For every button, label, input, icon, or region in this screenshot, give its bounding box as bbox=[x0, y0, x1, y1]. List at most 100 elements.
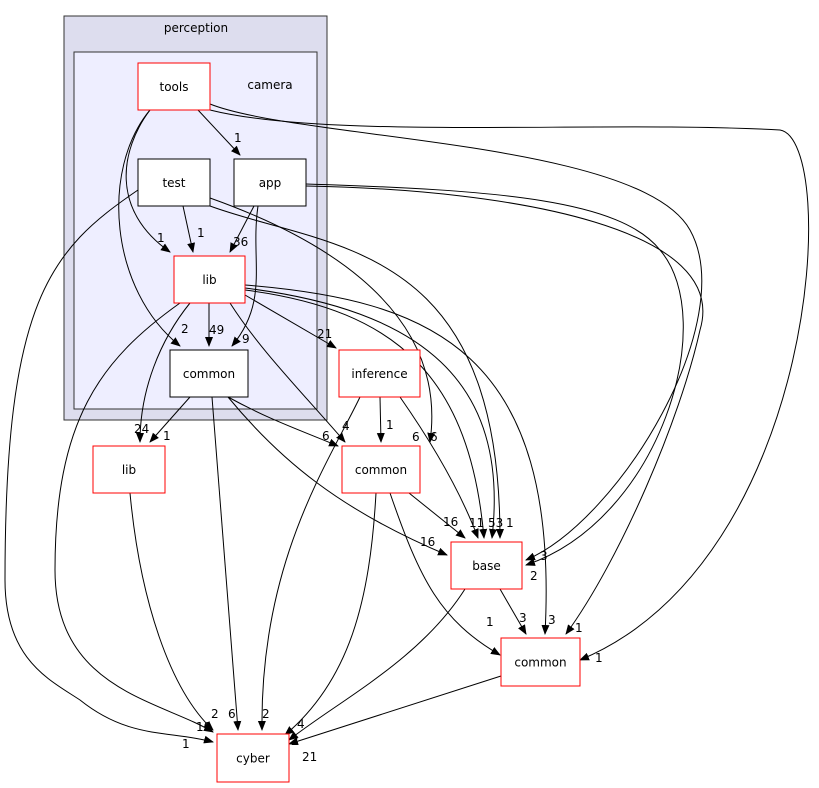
edge-lib-out-to-cyber[interactable] bbox=[129, 492, 214, 731]
edge-inference-to-common-mid[interactable] bbox=[376, 396, 385, 443]
edge-count-label[interactable]: 21 bbox=[317, 327, 332, 341]
edge-lib-in-to-common-bot[interactable] bbox=[244, 284, 550, 635]
edge-line bbox=[244, 287, 497, 539]
edge-tools-to-base[interactable] bbox=[209, 103, 703, 561]
edge-test-to-base[interactable] bbox=[209, 205, 504, 539]
edge-count-label[interactable]: 6 bbox=[228, 707, 236, 721]
edge-line bbox=[209, 103, 703, 561]
node-box bbox=[216, 733, 290, 783]
edge-count-label[interactable]: 9 bbox=[242, 332, 250, 346]
edge-count-label[interactable]: 1 bbox=[486, 615, 494, 629]
edge-common-mid-to-base[interactable] bbox=[408, 492, 466, 539]
edge-common-in-to-cyber[interactable] bbox=[211, 396, 242, 731]
edge-count-label[interactable]: 4 bbox=[342, 419, 350, 433]
node-box bbox=[137, 62, 211, 111]
node-inference[interactable]: inference bbox=[338, 349, 421, 398]
edge-common-mid-to-cyber[interactable] bbox=[284, 492, 377, 736]
edge-count-label[interactable]: 36 bbox=[233, 235, 248, 249]
edge-count-label[interactable]: 1 bbox=[575, 621, 583, 635]
edge-count-label[interactable]: 10 bbox=[196, 720, 211, 734]
edge-base-to-cyber[interactable] bbox=[288, 588, 466, 741]
edge-tools-to-app[interactable] bbox=[197, 109, 241, 156]
node-lib-out[interactable]: lib bbox=[92, 445, 166, 494]
node-base[interactable]: base bbox=[450, 541, 523, 590]
edge-tools-to-common-bot[interactable] bbox=[209, 109, 810, 661]
edge-app-to-common-in[interactable] bbox=[231, 205, 259, 347]
edge-line bbox=[209, 109, 810, 661]
edge-lib-in-to-inference[interactable] bbox=[244, 294, 337, 349]
edge-line bbox=[408, 492, 466, 539]
edge-lib-in-to-lib-out[interactable] bbox=[136, 302, 191, 443]
node-common-in[interactable]: common bbox=[169, 349, 249, 398]
edge-count-label[interactable]: 24 bbox=[134, 422, 149, 436]
edge-line bbox=[209, 197, 436, 443]
edge-count-label[interactable]: 21 bbox=[302, 750, 317, 764]
node-common-bot[interactable]: common bbox=[500, 637, 581, 687]
node-lib-in[interactable]: lib bbox=[173, 255, 246, 304]
edge-count-label[interactable]: 6 bbox=[412, 430, 420, 444]
edge-count-label[interactable]: 2 bbox=[262, 707, 270, 721]
edge-line bbox=[227, 396, 339, 447]
edge-count-label[interactable]: 3 bbox=[540, 549, 548, 563]
edge-base-to-common-bot[interactable] bbox=[499, 588, 527, 635]
edge-line bbox=[182, 205, 195, 253]
edge-common-bot-to-cyber[interactable] bbox=[288, 675, 502, 746]
edge-count-label[interactable]: 1 bbox=[197, 226, 205, 240]
edge-line bbox=[229, 205, 255, 253]
edge-app-to-lib-in[interactable] bbox=[229, 205, 255, 253]
edge-tools-to-lib-in[interactable] bbox=[125, 109, 171, 253]
edge-line bbox=[288, 588, 466, 741]
edge-count-label[interactable]: 1 bbox=[234, 131, 242, 145]
edge-tools-to-common-in[interactable] bbox=[118, 109, 181, 347]
edge-test-to-cyber[interactable] bbox=[4, 189, 214, 744]
node-box bbox=[137, 158, 211, 207]
edge-inference-to-base[interactable] bbox=[399, 396, 479, 539]
edge-count-label[interactable]: 2 bbox=[291, 734, 299, 748]
edge-count-label[interactable]: 1 bbox=[182, 737, 190, 751]
edge-count-label[interactable]: 11 bbox=[469, 516, 484, 530]
edge-count-label[interactable]: 3 bbox=[519, 611, 527, 625]
edge-count-label[interactable]: 49 bbox=[209, 323, 224, 337]
edge-test-to-lib-in[interactable] bbox=[182, 205, 195, 253]
edge-lib-in-to-common-mid[interactable] bbox=[229, 302, 346, 443]
edge-count-label[interactable]: 16 bbox=[443, 515, 458, 529]
edge-count-label[interactable]: 2 bbox=[530, 569, 538, 583]
edge-count-label[interactable]: 2 bbox=[181, 322, 189, 336]
edge-app-to-common-bot[interactable] bbox=[305, 185, 704, 635]
edge-count-label[interactable]: 1 bbox=[506, 516, 514, 530]
edge-inference-to-cyber[interactable] bbox=[257, 396, 361, 731]
edge-line bbox=[376, 396, 385, 443]
node-label: common bbox=[355, 463, 407, 477]
edge-common-mid-to-common-bot[interactable] bbox=[389, 492, 501, 656]
node-app[interactable]: app bbox=[233, 158, 307, 207]
node-tools[interactable]: tools bbox=[137, 62, 211, 111]
edge-count-label[interactable]: 6 bbox=[322, 429, 330, 443]
edge-count-label[interactable]: 4 bbox=[297, 717, 305, 731]
edge-line bbox=[229, 302, 346, 443]
node-box bbox=[173, 255, 246, 304]
edge-test-to-common-mid[interactable] bbox=[209, 197, 436, 443]
node-box bbox=[341, 445, 421, 494]
edge-count-label[interactable]: 53 bbox=[488, 516, 503, 530]
edge-count-label[interactable]: 1 bbox=[157, 231, 165, 245]
edge-line bbox=[499, 588, 527, 635]
node-test[interactable]: test bbox=[137, 158, 211, 207]
edge-count-label[interactable]: 6 bbox=[430, 430, 438, 444]
edge-count-label[interactable]: 2 bbox=[211, 707, 219, 721]
edge-line bbox=[149, 396, 191, 443]
edge-common-in-to-common-mid[interactable] bbox=[227, 396, 339, 447]
edge-count-label[interactable]: 1 bbox=[386, 418, 394, 432]
edge-lib-in-to-base[interactable] bbox=[244, 287, 497, 539]
edge-lib-in-to-cyber[interactable] bbox=[54, 302, 214, 733]
node-label: common bbox=[183, 367, 235, 381]
node-cyber[interactable]: cyber bbox=[216, 733, 290, 783]
edge-count-label[interactable]: 1 bbox=[163, 429, 171, 443]
edge-common-in-to-lib-out[interactable] bbox=[149, 396, 191, 443]
edge-count-label[interactable]: 3 bbox=[548, 613, 556, 627]
node-common-mid[interactable]: common bbox=[341, 445, 421, 494]
node-box bbox=[92, 445, 166, 494]
edge-count-label[interactable]: 1 bbox=[595, 651, 603, 665]
edge-count-label[interactable]: 16 bbox=[420, 535, 435, 549]
cluster-label: camera bbox=[247, 78, 292, 92]
